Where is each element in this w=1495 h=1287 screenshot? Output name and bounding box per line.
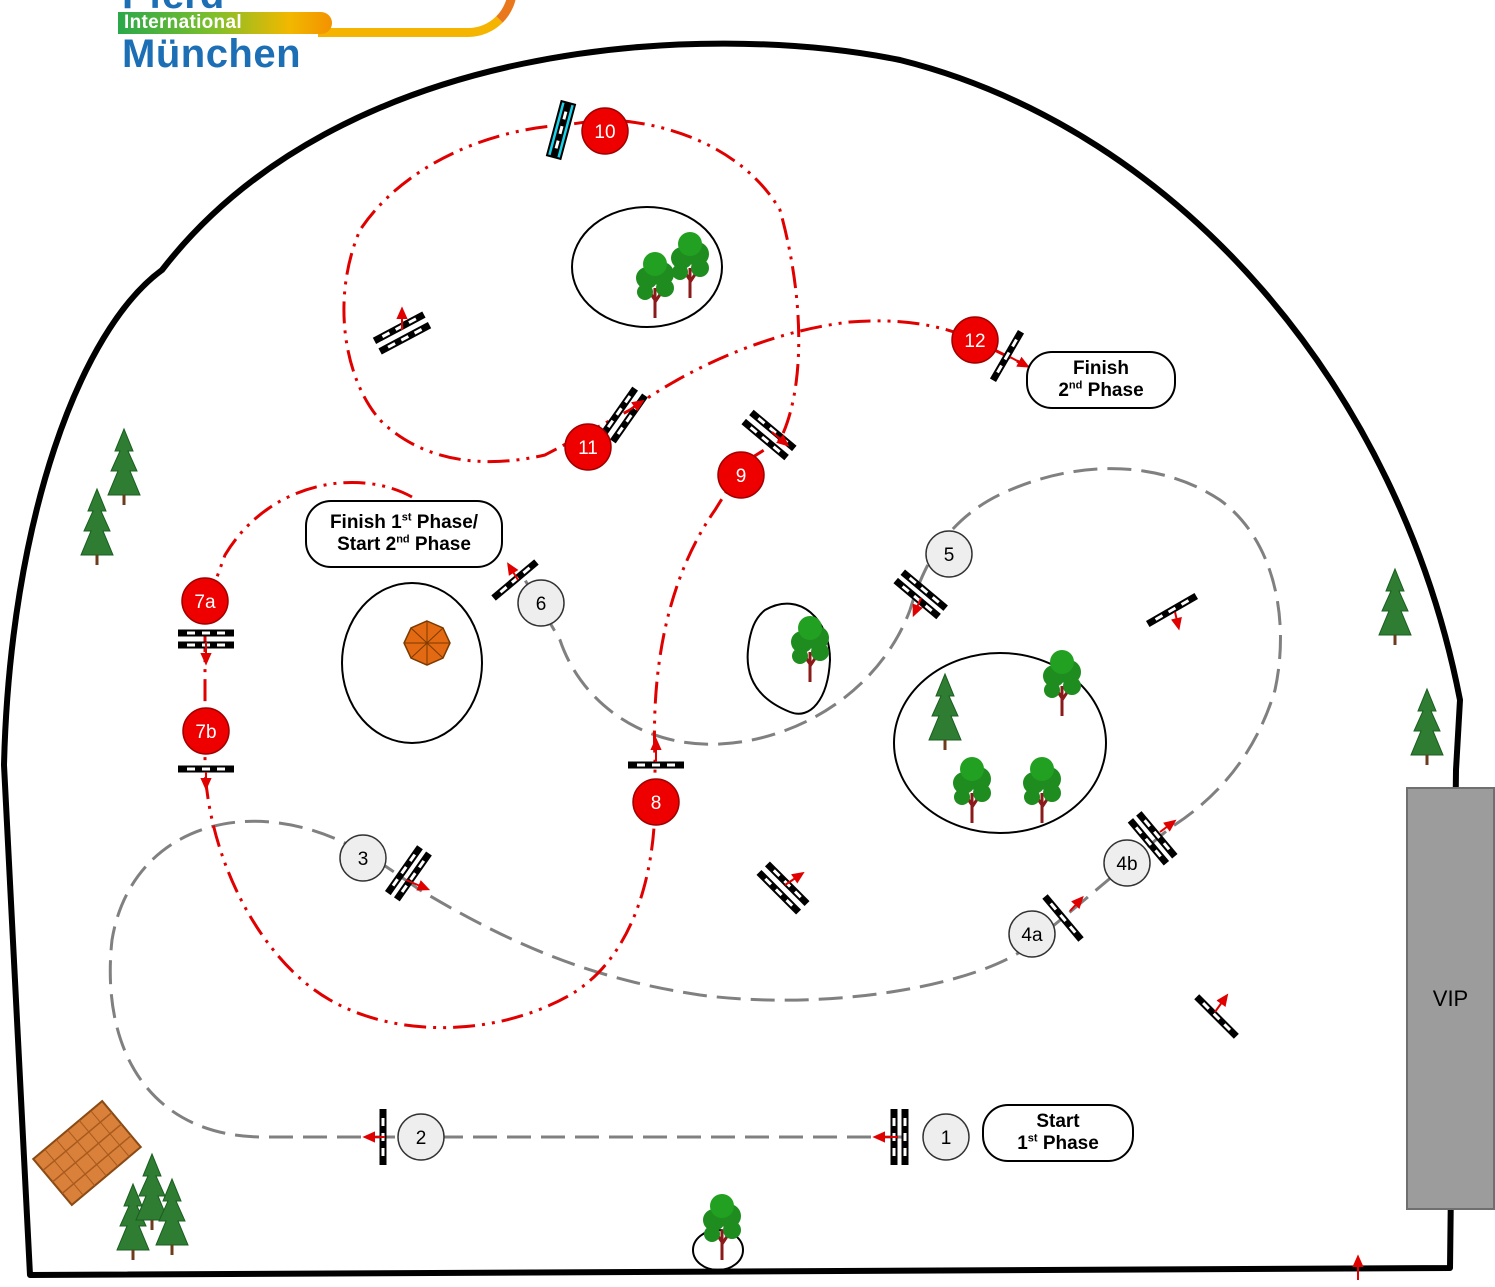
conifer-tree-icon <box>1410 688 1444 766</box>
deciduous-tree-icon <box>951 755 993 825</box>
conifer-tree-icon <box>928 673 962 751</box>
fence-unused <box>756 861 810 915</box>
marker-4b: 4b <box>1103 839 1151 887</box>
finish2-label-sup: nd <box>1068 379 1083 392</box>
finish2-label-rest: Phase <box>1082 380 1144 401</box>
start2-label-sup: nd <box>396 533 410 546</box>
logo-band <box>118 12 332 34</box>
island-large <box>893 652 1107 834</box>
arena-boundary <box>1 40 1463 1278</box>
phase1-track <box>108 467 1282 1139</box>
finish1-label-post: Phase/ <box>411 512 479 533</box>
start-label-rest: Phase <box>1037 1133 1099 1154</box>
start2-label-pre: Start 2 <box>337 534 397 555</box>
finish2-label-line1: Finish <box>1073 358 1129 379</box>
finish1-label-line1: Finish 1st Phase/ <box>307 512 501 534</box>
fence-7b <box>178 765 234 773</box>
marker-5: 5 <box>925 530 973 578</box>
start-label-sup: st <box>1027 1132 1038 1145</box>
logo-city-text: München <box>122 32 302 76</box>
marker-8-label: 8 <box>651 793 662 814</box>
vip-area: VIP <box>1406 787 1495 1210</box>
deciduous-tree-icon <box>1041 648 1083 718</box>
island-umbrella <box>341 582 483 744</box>
marker-1: 1 <box>922 1113 970 1161</box>
fence-unused <box>1194 994 1239 1039</box>
island-top <box>571 206 723 328</box>
marker-12-label: 12 <box>964 331 985 352</box>
finish2-label-line2: 2nd Phase <box>1028 380 1174 402</box>
deciduous-tree-icon <box>789 614 831 684</box>
marker-11: 11 <box>564 423 612 471</box>
start-label-line1: Start <box>1036 1111 1080 1132</box>
logo-top-text: Pferd <box>122 0 224 15</box>
logo-band-text: International <box>124 12 242 33</box>
marker-4a: 4a <box>1008 910 1056 958</box>
marker-2: 2 <box>397 1113 445 1161</box>
fence-unused <box>1146 592 1198 628</box>
conifer-tree-icon <box>80 488 114 566</box>
marker-10-label: 10 <box>594 122 615 143</box>
marker-12: 12 <box>951 316 999 364</box>
deciduous-tree-icon <box>1021 755 1063 825</box>
start-phase1-label: Start 1st Phase <box>982 1104 1134 1162</box>
conifer-tree-icon <box>1378 568 1412 646</box>
hut-icon <box>31 1099 143 1207</box>
marker-4a-label: 4a <box>1021 925 1043 946</box>
marker-11-label: 11 <box>578 438 598 459</box>
finish1-label-pre: Finish 1 <box>329 512 402 533</box>
marker-7b-label: 7b <box>195 722 216 743</box>
finish1-label-sup: st <box>401 511 412 524</box>
fence-3 <box>384 845 432 902</box>
start2-label-post: Phase <box>409 534 471 555</box>
deciduous-tree-icon <box>701 1192 743 1262</box>
phase2-track <box>203 118 1026 1030</box>
start-label-num: 1 <box>1017 1133 1028 1154</box>
finish2-label-num: 2 <box>1058 380 1069 401</box>
conifer-tree-icon <box>107 428 141 506</box>
marker-10: 10 <box>581 107 629 155</box>
marker-5-label: 5 <box>944 545 955 566</box>
fence-10 <box>545 99 577 161</box>
finish-phase2-label: Finish 2nd Phase <box>1026 351 1176 409</box>
deciduous-tree-icon <box>669 230 711 300</box>
marker-1-label: 1 <box>941 1128 952 1149</box>
marker-6-label: 6 <box>536 594 547 615</box>
marker-3: 3 <box>339 834 387 882</box>
marker-7a-label: 7a <box>194 592 216 613</box>
marker-2-label: 2 <box>416 1128 427 1149</box>
marker-9: 9 <box>717 451 765 499</box>
marker-6: 6 <box>517 579 565 627</box>
logo: Pferd International München <box>118 0 517 76</box>
marker-3-label: 3 <box>358 849 369 870</box>
finish1-label-line2: Start 2nd Phase <box>307 534 501 556</box>
marker-8: 8 <box>632 778 680 826</box>
finish-phase1-label: Finish 1st Phase/ Start 2nd Phase <box>305 500 503 568</box>
marker-4b-label: 4b <box>1116 854 1137 875</box>
start-label-line2: 1st Phase <box>984 1133 1132 1155</box>
marker-7b: 7b <box>182 707 230 755</box>
deciduous-tree-icon <box>634 250 676 320</box>
marker-9-label: 9 <box>736 466 747 487</box>
marker-7a: 7a <box>181 577 229 625</box>
fence-8 <box>628 761 684 769</box>
